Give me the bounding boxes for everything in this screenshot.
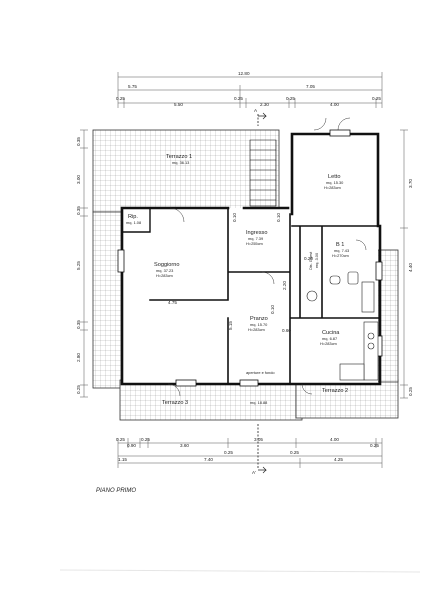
right-dimension-lines [400, 129, 408, 399]
dim-inner-f: 2.20 [282, 281, 287, 290]
dim-top-row2-b: 5.50 [174, 102, 183, 107]
dim-left-g: 0.25 [76, 385, 81, 394]
room-ingresso-area: mq. 7.39 [248, 236, 263, 241]
room-terrazzo1-name: Terrazzo 1 [166, 154, 192, 160]
dim-right-b: 4.40 [408, 263, 413, 272]
room-letto-name: Letto [328, 174, 340, 180]
bathroom-fixtures [306, 271, 375, 313]
room-bagno1-name: B 1 [336, 242, 344, 248]
left-dimension-lines [80, 129, 88, 398]
room-pranzo-name: Pranzo [250, 316, 268, 322]
dim-top-row2-g: 0.25 [372, 96, 381, 101]
top-dimension-lines [117, 72, 383, 108]
dim-inner-h: 0.20 [304, 256, 313, 261]
room-soggiorno-name: Soggiorno [154, 262, 180, 268]
room-pranzo-height: H=283cm [248, 327, 265, 332]
dim-bottom-row3-a: 1.15 [118, 457, 127, 462]
room-bagno1-area: mq. 7.43 [334, 248, 349, 253]
dim-left-b: 3.00 [76, 175, 81, 184]
dim-bottom-row2-a: 0.25 [224, 450, 233, 455]
dim-top-row1-b: 7.05 [306, 84, 315, 89]
terrace-2-floor [295, 379, 399, 419]
dim-left-f: 2.80 [76, 353, 81, 362]
dim-bottom-row1-a: 0.25 [116, 437, 125, 442]
dim-bottom-row1-e: 3.05 [254, 437, 263, 442]
room-cucina-name: Cucina [322, 330, 340, 336]
dim-inner-a: 0.10 [232, 213, 237, 222]
dim-bottom-row1-f: 4.00 [330, 437, 339, 442]
dim-left-a: 0.35 [76, 137, 81, 146]
dim-top-row2-c: 0.25 [234, 96, 243, 101]
dim-top-row2-e: 0.25 [286, 96, 295, 101]
section-marker-top: A [254, 108, 258, 113]
room-ingresso-name: Ingresso [246, 230, 267, 236]
room-terrazzo1-area: mq. 36.13 [172, 160, 189, 165]
room-soggiorno-height: H=283cm [156, 273, 173, 278]
dim-left-c: 0.35 [76, 206, 81, 215]
dim-bottom-row2-b: 0.25 [290, 450, 299, 455]
terrace-left-floor [92, 211, 123, 389]
dim-top-overall: 12.80 [238, 71, 250, 76]
section-arrow-top [258, 112, 267, 120]
dim-top-row2-a: 0.25 [116, 96, 125, 101]
room-letto-height: H=283cm [324, 185, 341, 190]
dim-bottom-row3-c: 4.25 [334, 457, 343, 462]
room-ingresso-height: H=255cm [246, 241, 263, 246]
bottom-dimension-lines [117, 438, 383, 468]
dim-top-row2-f: 4.00 [330, 102, 339, 107]
room-terrazzo2-name: Terrazzo 2 [322, 388, 348, 394]
section-marker-bottom: A' [252, 470, 256, 475]
dim-inner-g: 0.60 [282, 328, 291, 333]
room-rip-name: Rip. [128, 214, 138, 220]
dim-inner-c: 0.10 [270, 305, 275, 314]
dim-inner-d: 4.75 [168, 300, 177, 305]
room-bagno1-height: H=270cm [332, 253, 349, 258]
windows [117, 129, 383, 387]
dim-top-row1-a: 5.75 [128, 84, 137, 89]
room-terrazzo3-name: Terrazzo 3 [162, 400, 188, 406]
interior-living-floor [122, 208, 294, 384]
openings-note: aperture e fondo [246, 370, 275, 375]
dim-inner-e: 5.15 [228, 321, 233, 330]
room-disimpegno-name: Dis. Guest [308, 251, 313, 270]
terrace-3-floor [119, 379, 303, 421]
dim-right-c: 0.25 [408, 387, 413, 396]
door-swings [167, 117, 367, 397]
dim-top-row2-d: 2.30 [260, 102, 269, 107]
terrace-1-floor [92, 129, 280, 213]
room-cucina-height: H=283cm [320, 341, 337, 346]
dim-left-e: 0.35 [76, 320, 81, 329]
bedroom-floor [292, 134, 378, 226]
kitchen-counter [339, 321, 379, 381]
dim-bottom-row1-g: 0.25 [370, 443, 379, 448]
section-arrow-bottom [258, 466, 267, 474]
dim-left-d: 5.25 [76, 261, 81, 270]
dim-bottom-row3-b: 7.40 [204, 457, 213, 462]
room-letto-area: mq. 15.30 [326, 180, 344, 185]
room-disimpegno-area: mq. 3.00 [314, 252, 319, 268]
room-pranzo-area: mq. 15.70 [250, 322, 268, 327]
dim-inner-b: 0.10 [276, 213, 281, 222]
room-terrazzo3-area: mq. 18.88 [250, 400, 267, 405]
drawing-title: PIANO PRIMO [96, 488, 136, 494]
fold-mark [59, 569, 421, 573]
dim-bottom-row1-d: 3.60 [180, 443, 189, 448]
room-soggiorno-area: mq. 37.23 [156, 268, 173, 273]
dim-bottom-row1-c: 0.25 [141, 437, 150, 442]
room-cucina-area: mq. 6.87 [322, 336, 337, 341]
room-rip-area: mq. 1.08 [126, 220, 141, 225]
dim-bottom-row1-b: 0.90 [127, 443, 136, 448]
dim-right-a: 3.70 [408, 179, 413, 188]
